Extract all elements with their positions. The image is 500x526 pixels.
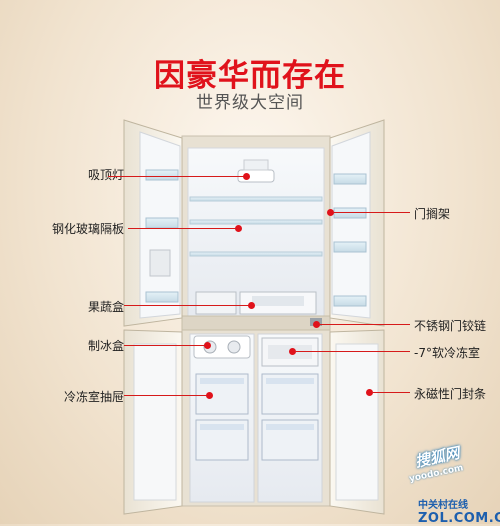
ice-box xyxy=(193,335,251,359)
glass-shelf xyxy=(189,251,323,257)
callout-dot xyxy=(204,342,211,349)
watermark-brand-cn: 中关村在线 xyxy=(418,500,468,511)
callout-hinge: 不锈钢门铰链 xyxy=(414,319,487,333)
door-shelf xyxy=(145,291,179,303)
door-shelf xyxy=(333,241,367,253)
leader-line xyxy=(128,228,238,229)
headline: 因豪华而存在 xyxy=(154,58,346,94)
door-shelf xyxy=(333,173,367,185)
leader-line xyxy=(373,392,410,393)
glass-shelf xyxy=(189,196,323,202)
glass-shelf xyxy=(189,219,323,225)
callout-dot xyxy=(206,392,213,399)
callout-freezer-drawer: 冷冻室抽屉 xyxy=(63,390,124,404)
leader-line xyxy=(124,345,206,346)
leader-line xyxy=(108,176,246,177)
door-shelf xyxy=(333,207,367,219)
leader-line xyxy=(334,212,410,213)
leader-line xyxy=(296,351,410,352)
callout-ice-box: 制冰盒 xyxy=(87,339,124,353)
callout-dot xyxy=(289,348,296,355)
door-shelf xyxy=(333,295,367,307)
crisper-drawer xyxy=(195,291,237,315)
leader-line xyxy=(124,395,208,396)
callout-door-seal: 永磁性门封条 xyxy=(414,387,487,401)
leader-line xyxy=(320,324,410,325)
subline: 世界级大空间 xyxy=(196,93,304,113)
door-shelf xyxy=(145,169,179,181)
callout-dot xyxy=(243,173,250,180)
callout-dot xyxy=(327,209,334,216)
callout-dot xyxy=(366,389,373,396)
watermark-brand-en: ZOL.COM.CN xyxy=(418,511,500,526)
callout-dot xyxy=(313,321,320,328)
callout-soft-freeze: -7°软冷冻室 xyxy=(414,346,480,360)
freezer-compartment xyxy=(189,333,255,503)
callout-door-shelf: 门搁架 xyxy=(414,207,451,221)
callout-ceiling-light: 吸顶灯 xyxy=(87,168,124,182)
callout-dot xyxy=(235,225,242,232)
callout-glass-shelf: 钢化玻璃隔板 xyxy=(51,222,124,236)
leader-line xyxy=(124,305,250,306)
door-shelf xyxy=(145,217,179,229)
callout-crisper: 果蔬盒 xyxy=(87,300,124,314)
callout-dot xyxy=(248,302,255,309)
watermark-brand: 中关村在线 ZOL.COM.CN xyxy=(418,496,500,526)
